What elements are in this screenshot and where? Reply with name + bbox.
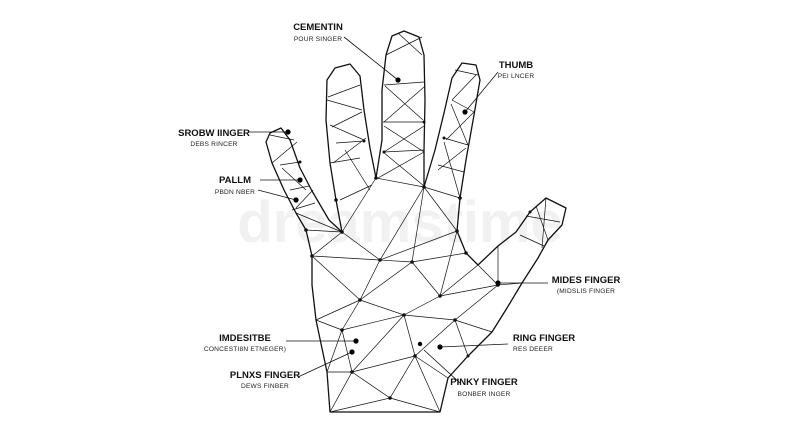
leader-line	[343, 36, 399, 81]
leader-dot	[395, 77, 401, 83]
label-plnxs-finger: PLNXS FINGER DEWS FINBER	[230, 349, 355, 390]
label-pallm: PALLM PBDN NBER	[215, 175, 303, 203]
leader-line	[464, 71, 499, 113]
label-title: MIDES FINGER	[552, 275, 621, 286]
label-subtitle: DEBS RINCER	[190, 141, 237, 148]
label-title: PALLM	[219, 175, 251, 186]
leader-dot	[297, 177, 303, 183]
label-title: IMDESITBE	[219, 333, 271, 344]
mesh-lines	[269, 32, 561, 413]
label-cementin: CEMENTIN POUR SINGER	[293, 22, 401, 83]
label-title: THUMB	[499, 60, 533, 71]
hand-outline	[265, 30, 567, 413]
leader-line	[257, 189, 297, 201]
label-pinky-finger: PINKY FINGER BONBER INGER	[423, 349, 518, 398]
leader-dot	[349, 349, 355, 355]
label-ring-finger: RING FINGER RES DEEER	[417, 333, 575, 353]
watermark: dreamstime	[237, 190, 563, 255]
label-subtitle: PBDN NBER	[215, 189, 255, 196]
label-thumb: THUMB PEI LNCER	[462, 60, 534, 115]
label-title: PLNXS FINGER	[230, 370, 300, 381]
joint-nodes	[298, 120, 532, 400]
label-title: RING FINGER	[513, 333, 575, 344]
label-title: CEMENTIN	[293, 22, 343, 33]
leader-dot	[285, 129, 291, 135]
label-subtitle: PEI LNCER	[498, 73, 535, 80]
label-subtitle: CONCESTI8N ETNEGER)	[204, 346, 286, 353]
leader-dot	[417, 341, 423, 347]
wireframe-hand	[265, 30, 567, 413]
leader-dot	[462, 109, 468, 115]
label-title: PINKY FINGER	[450, 377, 518, 388]
label-subtitle: DEWS FINBER	[241, 383, 289, 390]
leader-line	[297, 351, 353, 378]
label-mides-finger: MIDES FINGER (MIDSLIS FINGER	[495, 275, 620, 295]
leader-dot	[353, 338, 359, 344]
label-subtitle: POUR SINGER	[294, 36, 342, 43]
label-subtitle: BONBER INGER	[458, 391, 511, 398]
leader-dot	[437, 344, 443, 350]
leader-line	[439, 343, 509, 348]
label-srobw-iinger: SROBW IINGER DEBS RINCER	[178, 128, 291, 148]
leader-line	[423, 349, 461, 384]
label-title: SROBW IINGER	[178, 128, 250, 139]
leader-dot	[495, 280, 501, 286]
label-imdesitbe: IMDESITBE CONCESTI8N ETNEGER)	[204, 333, 359, 353]
leader-dot	[293, 197, 299, 203]
label-subtitle: (MIDSLIS FINGER	[557, 288, 615, 295]
label-subtitle: RES DEEER	[513, 346, 553, 353]
